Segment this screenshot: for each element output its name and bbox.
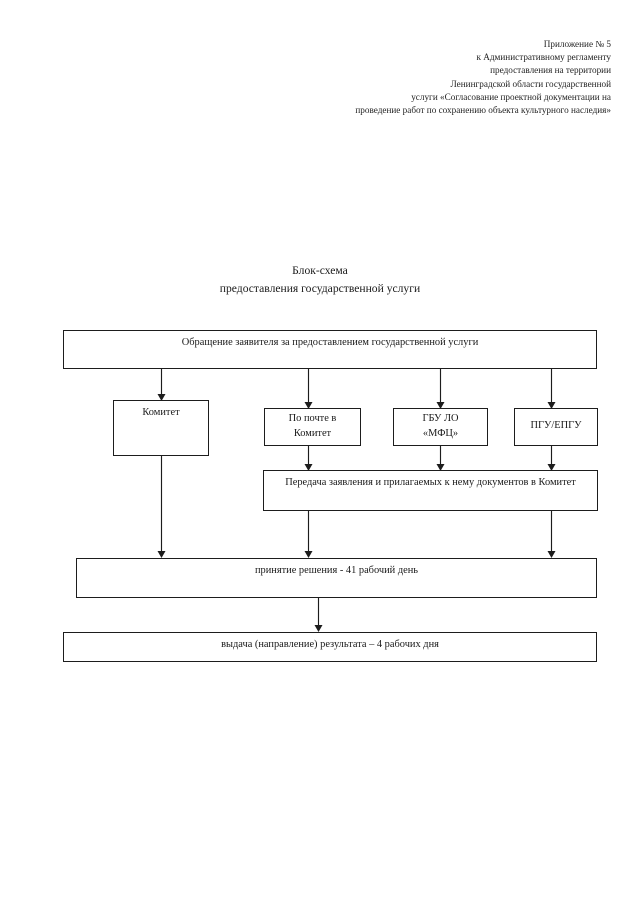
flow-node-committee[interactable]: Комитет: [113, 400, 209, 456]
appendix-header-line-2: к Административному регламенту: [476, 52, 611, 63]
appendix-header-line-1: Приложение № 5: [543, 39, 611, 49]
appendix-header: Приложение № 5 к Административному регла…: [250, 38, 611, 117]
appendix-header-line-3: предоставления на территории: [490, 65, 611, 76]
appendix-header-line-6: проведение работ по сохранению объекта к…: [355, 105, 611, 116]
flow-node-decision[interactable]: принятие решения - 41 рабочий день: [76, 558, 597, 598]
chart-title-line-2: предоставления государственной услуги: [219, 282, 421, 295]
chart-title: Блок-схема предоставления государственно…: [0, 262, 640, 298]
flow-node-request[interactable]: Обращение заявителя за предоставлением г…: [63, 330, 597, 369]
flow-node-mfc[interactable]: ГБУ ЛО «МФЦ»: [393, 408, 488, 446]
chart-title-line-1: Блок-схема: [292, 264, 348, 277]
flow-node-mail-line-1: По почте в: [288, 413, 337, 424]
flow-node-mfc-text: ГБУ ЛО «МФЦ»: [422, 412, 458, 441]
appendix-header-line-4: Ленинградской области государственной: [450, 78, 611, 89]
flow-node-pgu-epgu[interactable]: ПГУ/ЕПГУ: [514, 408, 598, 446]
flow-node-transfer-text: Передача заявления и прилагаемых к нему …: [285, 477, 576, 488]
flow-node-mfc-line-1: ГБУ ЛО: [422, 413, 459, 424]
flow-node-mfc-line-2: «МФЦ»: [422, 427, 459, 439]
flow-node-mail-line-2: Комитет: [293, 427, 332, 439]
flow-node-mail-text: По почте в Комитет: [289, 412, 337, 441]
flow-node-transfer-documents[interactable]: Передача заявления и прилагаемых к нему …: [263, 470, 598, 511]
appendix-header-line-5: услуги «Согласование проектной документа…: [411, 91, 611, 102]
flow-node-result[interactable]: выдача (направление) результата – 4 рабо…: [63, 632, 597, 662]
flow-node-mail-to-committee[interactable]: По почте в Комитет: [264, 408, 361, 446]
